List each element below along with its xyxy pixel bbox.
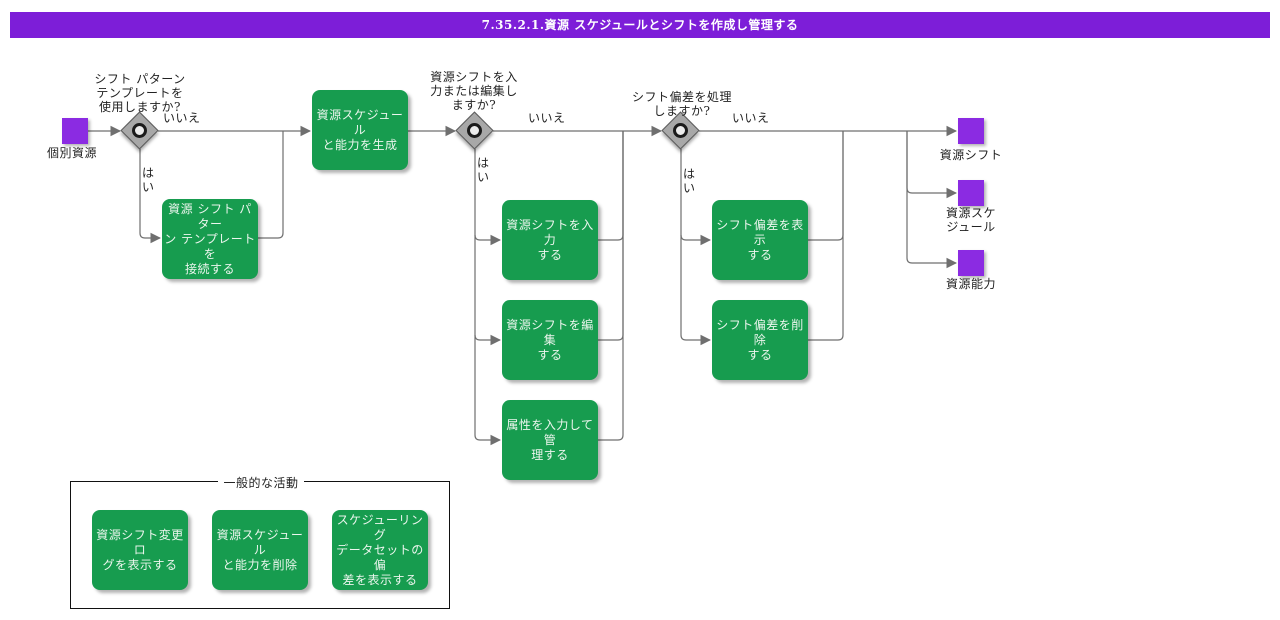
flow-attach-merge [258,131,284,239]
end-event-resource-schedule-label: 資源スケ ジュール [945,206,996,234]
flow-show-merge [808,131,844,241]
flow-gw3-yes-to-show [680,234,712,246]
activity-show-shift-change-log[interactable]: 資源シフト変更ロ グを表示する [92,510,188,590]
flow-gw2-yes-to-attributes [474,149,502,446]
end-event-resource-schedule-square [958,180,984,206]
flow-gw1-yes-to-attach [139,149,162,244]
gateway-1-question: シフト パターン テンプレートを 使用しますか? [94,72,186,114]
gateway-3-question: シフト偏差を処理 しますか? [631,90,732,118]
gateway-3-no-label: いいえ [732,111,770,125]
general-activities-title: 一般的な活動 [218,474,304,491]
flow-branch-to-end3 [906,131,958,269]
flow-branch-to-end2 [906,131,958,199]
activity-manage-attributes[interactable]: 属性を入力して管 理する [502,400,598,480]
flow-edit-merge [598,131,624,341]
activity-show-dataset-deviations[interactable]: スケジューリング データセットの偏 差を表示する [332,510,428,590]
diagram-title: 7.35.2.1.資源 スケジュールとシフトを作成し管理する [10,12,1270,38]
activity-show-deviations[interactable]: シフト偏差を表示 する [712,200,808,280]
flow-gw2-yes-to-enter [474,234,502,246]
activity-attach-template[interactable]: 資源 シフト パター ン テンプレートを 接続する [162,199,258,279]
flow-gw2-yes-to-edit [474,334,502,346]
start-event-square [62,118,88,144]
start-event-label: 個別資源 [46,146,97,160]
end-event-resource-capacity-label: 資源能力 [945,277,996,291]
gateway-2-question: 資源シフトを入 力または編集し ますか? [430,70,518,112]
flow-enter-merge [598,131,624,241]
gateway-1-yes-label: は い [142,166,155,194]
end-event-resource-capacity-square [958,250,984,276]
gateway-3-circle-icon [673,123,688,138]
gateway-2-yes-label: は い [477,156,490,184]
gateway-1-no-label: いいえ [163,111,201,125]
activity-delete-deviations[interactable]: シフト偏差を削除 する [712,300,808,380]
flow-gw3-yes-to-delete [680,149,712,346]
end-event-resource-shift-square [958,118,984,144]
activity-generate-schedule[interactable]: 資源スケジュール と能力を生成 [312,90,408,170]
activity-edit-shifts[interactable]: 資源シフトを編集 する [502,300,598,380]
flow-delete-merge [808,131,844,341]
flow-attributes-merge [598,131,624,441]
gateway-2-circle-icon [467,123,482,138]
gateway-1-circle-icon [132,123,147,138]
gateway-2-no-label: いいえ [528,111,566,125]
activity-delete-schedule-capacity[interactable]: 資源スケジュール と能力を削除 [212,510,308,590]
activity-enter-shifts[interactable]: 資源シフトを入力 する [502,200,598,280]
gateway-3-yes-label: は い [683,167,696,195]
end-event-resource-shift-label: 資源シフト [939,148,1003,162]
